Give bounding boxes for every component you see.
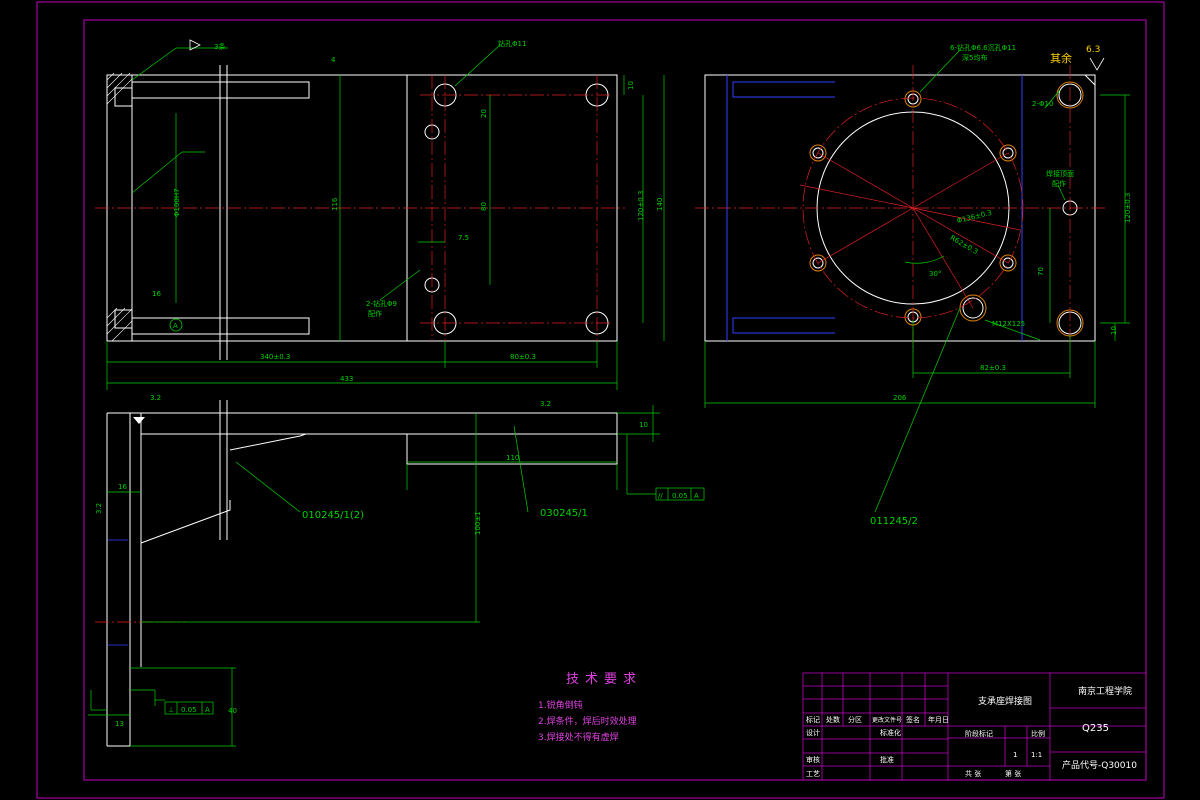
dim-100: 100±1 [474,511,482,535]
left-label-0: 设计 [806,728,820,737]
dim-10: 10 [627,81,635,90]
std-label: 标准化 [880,728,901,737]
dim-10b: 10 [639,421,648,429]
hole-note-side: 6-钻孔Φ6.6沉孔Φ11 [950,43,1016,52]
dim-110: 110 [506,454,519,462]
tol-datum: A [694,492,699,500]
tech-requirements-title: 技术要求 [566,672,643,687]
title-block [802,672,1147,781]
perp-sym: ⊥ [168,706,174,714]
roughness-2: 3.2 [540,400,551,408]
front-view [106,400,618,747]
tol-sym: // [658,492,663,500]
dim-80-3: 80±0.3 [510,353,536,361]
dim-433: 433 [340,375,353,383]
scale: 1:1 [1031,751,1042,759]
labels-top: 3条 钻孔Φ11 4 10 20 80 7.5 116 120±0.3 140 … [152,39,664,383]
angle-arc [904,255,945,264]
roughness-1: 3.2 [150,394,161,402]
hole-note-side-b: 深5均布 [962,53,987,62]
roughness-mark [1089,57,1105,71]
hidden-front [108,539,128,646]
hole-note-1: 钻孔Φ11 [498,39,526,48]
note-4holes: 2-Φ10 [1032,100,1053,108]
dim-80: 80 [480,202,488,211]
centerlines-side [695,65,1105,352]
dims-side [704,49,1130,513]
dim-120-side: 120±0.3 [1124,193,1132,223]
dim-116: 116 [331,197,339,211]
school-name: 南京工程学院 [1078,685,1132,697]
sheet-total: 共 张 [965,769,981,778]
dim-13: 13 [115,720,124,728]
dim-7-5: 7.5 [458,234,469,242]
sheet-num: 第 张 [1005,769,1021,778]
roughness-val: 6.3 [1086,45,1100,55]
row-label-2: 分区 [848,715,862,724]
tech-item-2: 2.焊条件，焊后时效处理 [538,717,637,727]
weld-note: 3条 [214,42,225,51]
tol-val: 0.05 [672,492,688,500]
angle-label: 30° [929,270,941,278]
product-code: 产品代号-Q30010 [1062,759,1137,771]
centerlines-top [95,75,625,341]
part-2: 030245/1 [540,508,588,519]
labels-front: 3.2 3.2 10 110 16 100±1 010245/1(2) 0302… [95,394,699,728]
dim-4: 4 [331,56,336,64]
tech-item-3: 3.焊接处不得有虚焊 [538,733,619,743]
datum-circle [169,318,183,332]
thread-label: M12X125 [992,320,1025,328]
left-label-1: 审核 [806,755,820,764]
title-block-text: 支承座焊接图 南京工程学院 Q235 阶段标记 1 比例 1:1 产品代号-Q3… [806,685,1137,778]
drawing-name: 支承座焊接图 [978,695,1032,707]
dim-bore: Φ100H7 [173,188,181,217]
row-label-1: 处数 [826,715,840,724]
dim-40: 40 [228,707,237,715]
note-weld-b: 配作 [1052,179,1066,188]
inner-frame [83,19,1147,781]
weld-triangle [133,417,145,424]
dim-70: 70 [1037,267,1045,276]
hatch-top [106,72,133,342]
weld-symbol [189,39,201,51]
dim-206: 206 [893,394,907,402]
tech-item-1: 1.锐角倒钝 [538,701,583,711]
labels-side: 6-钻孔Φ6.6沉孔Φ11 深5均布 其余 6.3 2-Φ10 焊接顶面 配作 … [870,43,1132,527]
dim-20: 20 [480,109,488,118]
dim-140: 140 [656,198,664,211]
row-label-4: 签名 [906,715,920,724]
roughness-3: 3.2 [95,503,103,514]
dims-front [88,405,705,747]
top-view [106,65,618,360]
row-label-3: 更改文件号 [872,716,902,724]
approve-label: 批准 [880,755,894,764]
qty: 1 [1013,751,1017,759]
perp-val: 0.05 [181,706,197,714]
hole-note-2: 2-钻孔Φ9 [366,299,397,308]
dim-16: 16 [152,290,161,298]
scale-label: 比例 [1031,729,1045,738]
row-label-5: 年月日 [928,715,949,724]
row-label-0: 标记 [806,715,820,724]
datum-a: A [173,322,178,330]
part-3: 011245/2 [870,516,918,527]
material: Q235 [1082,723,1109,734]
dim-pcd: Φ136±0.3 [956,209,993,225]
stage-label: 阶段标记 [965,729,993,738]
note-weld: 焊接顶面 [1046,169,1074,178]
dim-340: 340±0.3 [260,353,290,361]
left-label-2: 工艺 [806,770,820,778]
roughness-label: 其余 [1050,51,1072,65]
dim-120: 120±0.3 [637,191,645,221]
hole-note-2b: 配作 [368,309,382,318]
outer-frame [36,1,1165,799]
dim-10-side: 10 [1110,326,1118,335]
perp-datum: A [205,706,210,714]
dims-top [106,44,665,390]
dim-16b: 16 [118,483,127,491]
part-1: 010245/1(2) [302,510,364,521]
dim-82: 82±0.3 [980,364,1006,372]
